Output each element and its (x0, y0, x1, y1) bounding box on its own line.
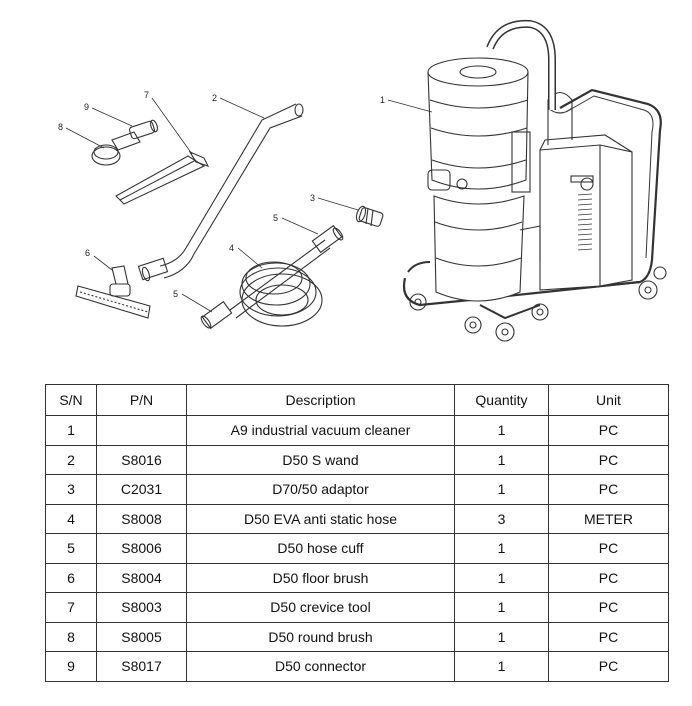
round-brush-drawing (91, 119, 158, 166)
cell-unit: METER (548, 503, 669, 534)
callout-9: 9 (84, 102, 89, 112)
cell-pn: S8006 (96, 533, 187, 564)
vacuum-cleaner-drawing (402, 19, 667, 342)
cell-sn: 8 (45, 621, 97, 652)
cell-sn: 6 (45, 562, 97, 593)
cell-unit: PC (548, 474, 669, 505)
table-row: 2 S8016 D50 S wand 1 PC (45, 444, 669, 475)
cell-pn: C2031 (96, 474, 187, 505)
cell-description: D50 S wand (186, 444, 455, 475)
cell-pn: S8017 (96, 651, 187, 682)
cell-description: D50 round brush (186, 621, 455, 652)
cell-unit: PC (548, 562, 669, 593)
callout-3: 3 (310, 193, 315, 203)
table-row: 6 S8004 D50 floor brush 1 PC (45, 562, 669, 593)
cell-sn: 9 (45, 651, 97, 682)
cell-pn: S8004 (96, 562, 187, 593)
cell-quantity: 1 (454, 592, 549, 623)
callout-7: 7 (144, 90, 149, 100)
table-row: 4 S8008 D50 EVA anti static hose 3 METER (45, 503, 669, 534)
cell-description: D50 floor brush (186, 562, 455, 593)
cell-pn (96, 415, 187, 446)
cell-sn: 1 (45, 415, 97, 446)
parts-illustration: 1 2 3 4 5 5 6 7 8 9 (58, 19, 667, 342)
cell-unit: PC (548, 444, 669, 475)
cell-unit: PC (548, 592, 669, 623)
table-row: 3 C2031 D70/50 adaptor 1 PC (45, 474, 669, 505)
cell-pn: S8016 (96, 444, 187, 475)
cell-unit: PC (548, 415, 669, 446)
header-unit: Unit (548, 384, 669, 416)
cell-sn: 2 (45, 444, 97, 475)
cell-unit: PC (548, 621, 669, 652)
table-row: 7 S8003 D50 crevice tool 1 PC (45, 592, 669, 623)
s-wand-drawing (137, 103, 304, 282)
header-pn: P/N (96, 384, 187, 416)
callout-4: 4 (229, 243, 234, 253)
table-row: 8 S8005 D50 round brush 1 PC (45, 621, 669, 652)
cell-unit: PC (548, 651, 669, 682)
parts-list-table: S/N P/N Description Quantity Unit 1 A9 i… (45, 384, 669, 682)
callout-8: 8 (58, 122, 63, 132)
cell-sn: 4 (45, 503, 97, 534)
cell-pn: S8005 (96, 621, 187, 652)
callout-labels: 1 2 3 4 5 5 6 7 8 9 (58, 90, 385, 299)
cell-quantity: 1 (454, 651, 549, 682)
floor-brush-drawing (75, 265, 151, 319)
cell-description: A9 industrial vacuum cleaner (186, 415, 455, 446)
cell-description: D50 connector (186, 651, 455, 682)
table-row: 5 S8006 D50 hose cuff 1 PC (45, 533, 669, 564)
header-description: Description (186, 384, 455, 416)
callout-6: 6 (85, 248, 90, 258)
leader-lines (65, 97, 433, 313)
table-row: 9 S8017 D50 connector 1 PC (45, 651, 669, 682)
cell-sn: 5 (45, 533, 97, 564)
cell-description: D50 crevice tool (186, 592, 455, 623)
cell-quantity: 1 (454, 621, 549, 652)
callout-1: 1 (380, 95, 385, 105)
header-quantity: Quantity (454, 384, 549, 416)
cell-quantity: 1 (454, 444, 549, 475)
cell-sn: 7 (45, 592, 97, 623)
cell-unit: PC (548, 533, 669, 564)
crevice-tool-drawing (115, 150, 210, 205)
header-sn: S/N (45, 384, 97, 416)
cell-pn: S8003 (96, 592, 187, 623)
hose-drawing (200, 224, 344, 330)
table-row: 1 A9 industrial vacuum cleaner 1 PC (45, 415, 669, 446)
adaptor-drawing (355, 205, 384, 227)
table-header-row: S/N P/N Description Quantity Unit (45, 384, 669, 416)
cell-description: D50 hose cuff (186, 533, 455, 564)
cell-sn: 3 (45, 474, 97, 505)
callout-5b: 5 (173, 289, 178, 299)
cell-quantity: 1 (454, 533, 549, 564)
callout-2: 2 (212, 93, 217, 103)
cell-quantity: 1 (454, 415, 549, 446)
cell-quantity: 1 (454, 562, 549, 593)
cell-pn: S8008 (96, 503, 187, 534)
cell-description: D70/50 adaptor (186, 474, 455, 505)
cell-quantity: 1 (454, 474, 549, 505)
callout-5a: 5 (273, 213, 278, 223)
cell-description: D50 EVA anti static hose (186, 503, 455, 534)
cell-quantity: 3 (454, 503, 549, 534)
